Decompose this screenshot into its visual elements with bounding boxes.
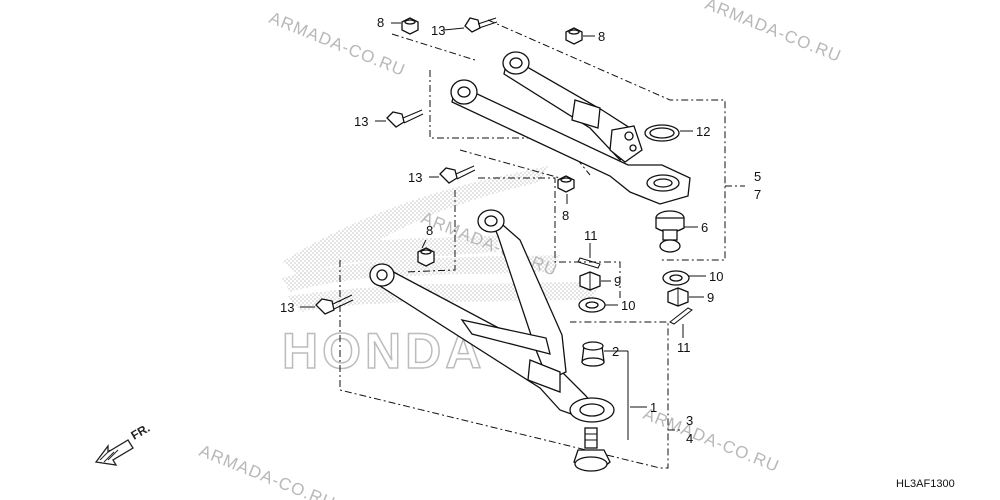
upper-arm-assembly — [450, 51, 691, 205]
diagram-code: HL3AF1300 — [896, 478, 955, 490]
callout-4: 4 — [686, 431, 693, 446]
callout-10: 10 — [709, 269, 723, 284]
callout-13: 13 — [408, 170, 422, 185]
watermark-text: ARMADA-CO.RU — [703, 0, 845, 66]
callout-8: 8 — [562, 208, 569, 223]
callout-5: 5 — [754, 169, 761, 184]
callout-9: 9 — [707, 290, 714, 305]
group-outlines — [339, 19, 745, 469]
callout-13: 13 — [354, 114, 368, 129]
callout-2: 2 — [612, 344, 619, 359]
circlip — [644, 124, 680, 142]
front-direction-arrow: FR. — [94, 421, 153, 466]
callout-13: 13 — [280, 300, 294, 315]
callout-11: 11 — [677, 340, 691, 355]
callout-8: 8 — [598, 29, 605, 44]
callout-9: 9 — [614, 274, 621, 289]
front-direction-label: FR. — [129, 421, 153, 443]
lower-arm-assembly — [369, 209, 615, 423]
callout-7: 7 — [754, 187, 761, 202]
honda-logo-text: HONDA — [282, 323, 485, 379]
callout-11: 11 — [584, 228, 598, 243]
castle-nuts — [579, 271, 689, 307]
callout-1: 1 — [650, 400, 657, 415]
callout-13: 13 — [431, 23, 445, 38]
watermark-text: ARMADA-CO.RU — [641, 404, 783, 476]
ball-joint-boot — [581, 341, 605, 367]
callout-8: 8 — [377, 15, 384, 30]
watermark-text: ARMADA-CO.RU — [197, 441, 339, 500]
callout-6: 6 — [701, 220, 708, 235]
flange-nuts — [401, 17, 583, 267]
callout-10: 10 — [621, 298, 635, 313]
cotter-pins — [577, 257, 693, 325]
callout-3: 3 — [686, 413, 693, 428]
callout-12: 12 — [696, 124, 710, 139]
lower-ball-joint — [573, 427, 611, 472]
watermark-text: ARMADA-CO.RU — [267, 8, 409, 80]
callout-8: 8 — [426, 223, 433, 238]
leader-lines — [300, 22, 706, 440]
callout-labels: 8 13 8 13 12 5 7 13 8 6 8 11 9 10 9 13 1… — [280, 15, 761, 446]
upper-ball-joint — [655, 210, 685, 253]
flange-bolts — [315, 17, 498, 315]
washers — [578, 270, 690, 313]
